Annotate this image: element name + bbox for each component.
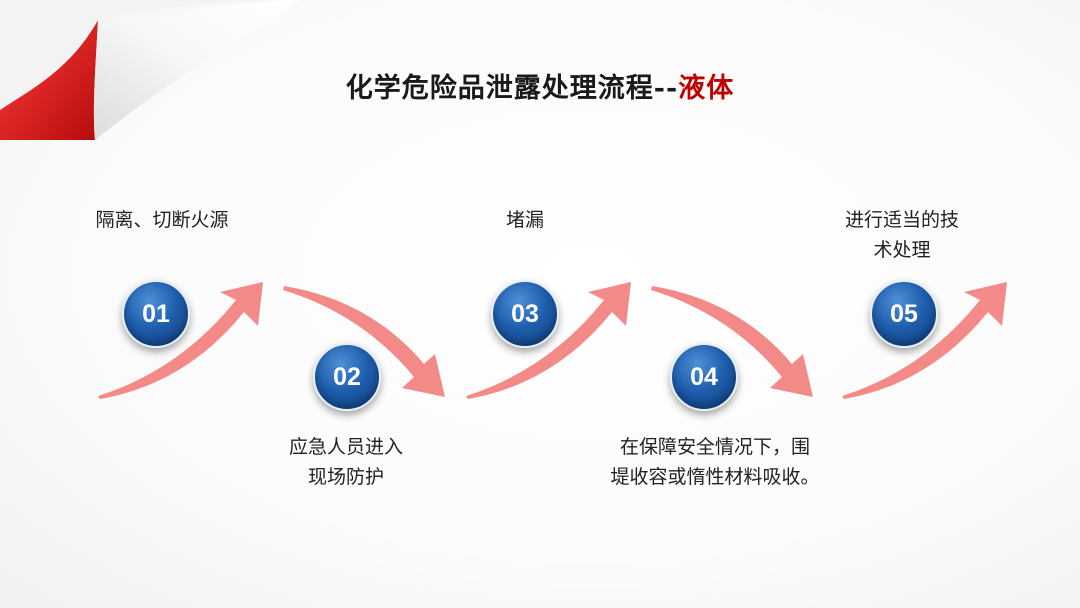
- page-curl-decoration: [0, 0, 300, 140]
- step-label-03-line1: 堵漏: [505, 209, 544, 231]
- step-label-05-line2: 术处理: [873, 239, 931, 261]
- step-label-03: 堵漏: [425, 205, 625, 235]
- step-label-02-line1: 应急人员进入: [288, 436, 403, 458]
- title-accent: 液体: [678, 73, 735, 105]
- step-badge-05: 05: [870, 280, 938, 348]
- arrow-up-5: [842, 282, 1007, 399]
- step-label-02: 应急人员进入 现场防护: [246, 432, 446, 492]
- step-badge-01: 01: [122, 280, 190, 348]
- step-label-05-line1: 进行适当的技: [844, 209, 959, 231]
- arrow-up-1: [98, 282, 263, 399]
- step-badge-03: 03: [491, 280, 559, 348]
- step-badge-04: 04: [670, 343, 738, 411]
- step-label-01: 隔离、切断火源: [62, 205, 262, 235]
- step-label-05: 进行适当的技 术处理: [802, 205, 1002, 265]
- arrow-down-2: [283, 286, 445, 397]
- step-label-04: 在保障安全情况下，围 堤收容或惰性材料吸收。: [580, 432, 850, 492]
- step-label-04-line2: 堤收容或惰性材料吸收。: [610, 466, 820, 488]
- title-main: 化学危险品泄露处理流程--: [345, 73, 679, 105]
- step-label-01-line1: 隔离、切断火源: [95, 209, 229, 231]
- step-label-04-line1: 在保障安全情况下，围: [619, 436, 810, 458]
- page-title: 化学危险品泄露处理流程--液体: [0, 66, 1080, 105]
- curl-top-area: [0, 0, 300, 110]
- step-badge-02: 02: [313, 343, 381, 411]
- curl-white-flap: [93, 0, 300, 140]
- arrow-up-3: [466, 282, 631, 399]
- curl-red-underside: [0, 20, 98, 140]
- step-label-02-line2: 现场防护: [307, 466, 384, 488]
- arrow-down-4: [651, 286, 813, 397]
